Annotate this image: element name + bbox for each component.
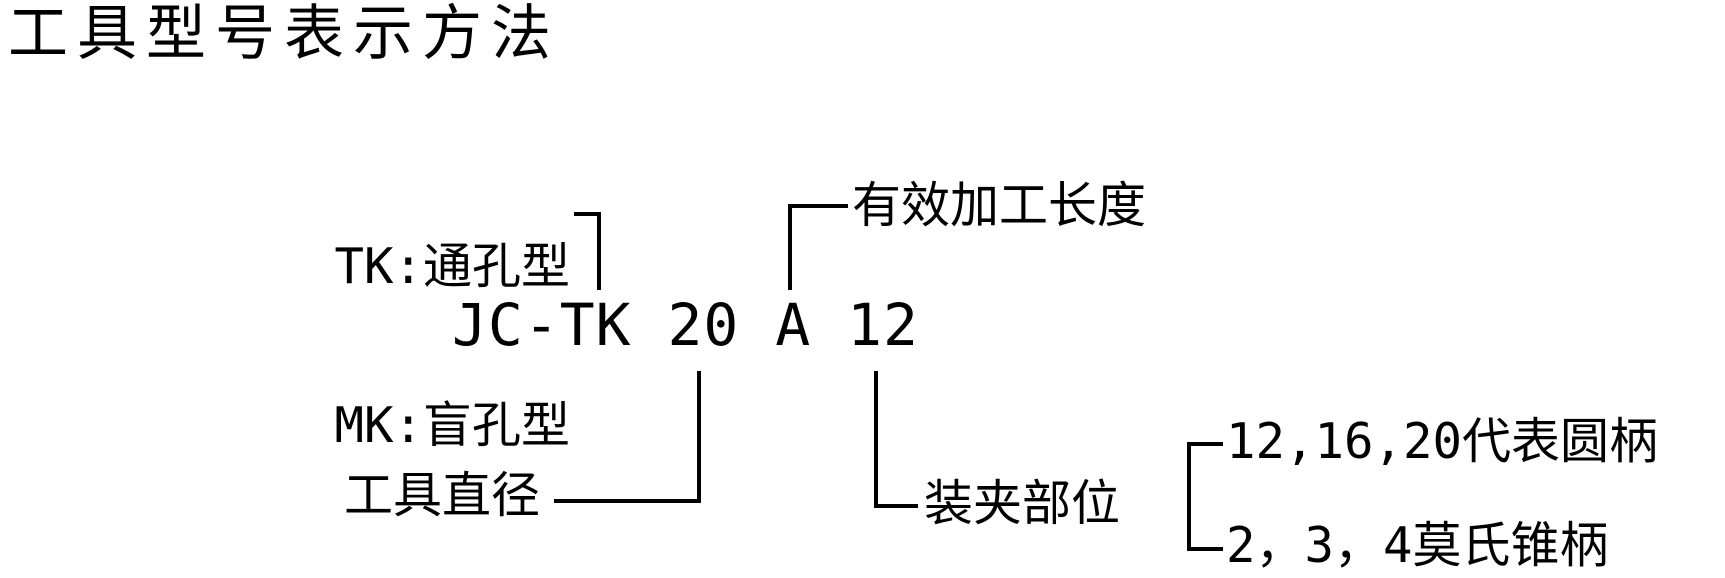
effective-length-connector-line (788, 204, 848, 290)
morse-taper-option-label: 2，3，4莫氏锥柄 (1226, 517, 1609, 574)
tool-diameter-label: 工具直径 (344, 467, 541, 524)
model-code-text: JC-TK 20 A 12 (452, 291, 919, 359)
tool-diameter-connector-line (554, 371, 701, 503)
round-shank-option-label: 12,16,20代表圆柄 (1226, 413, 1659, 470)
clamping-part-label: 装夹部位 (924, 475, 1121, 532)
prefix-type-labels: TK:通孔型 MK:盲孔型 (226, 134, 570, 558)
clamping-part-connector-line (874, 371, 918, 508)
tk-type-label: TK:通孔型 (334, 238, 570, 295)
mk-type-label: MK:盲孔型 (334, 397, 570, 454)
shank-options-bracket-line (1187, 442, 1223, 551)
page-title: 工具型号表示方法 (8, 0, 560, 69)
effective-length-label: 有效加工长度 (852, 177, 1147, 234)
prefix-connector-line (574, 212, 601, 290)
